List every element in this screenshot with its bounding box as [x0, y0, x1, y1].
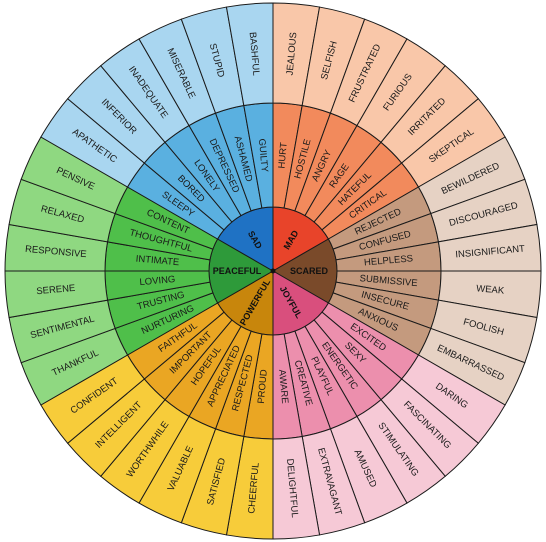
- outer-label-cheerful: CHEERFUL: [246, 462, 261, 514]
- middle-label-hurt: HURT: [276, 142, 289, 169]
- outer-label-delightful: DELIGHTFUL: [284, 458, 300, 518]
- middle-label-aware: AWARE: [276, 369, 290, 404]
- middle-label-helpless: HELPLESS: [364, 253, 414, 268]
- middle-label-intimate: INTIMATE: [135, 254, 179, 269]
- outer-label-bashful: BASHFUL: [247, 32, 262, 77]
- wedges-layer: [4, 2, 542, 540]
- core-label-scared: SCARED: [290, 266, 329, 276]
- middle-label-submissive: SUBMISSIVE: [359, 273, 418, 289]
- outer-label-serene: SERENE: [36, 283, 76, 297]
- middle-label-proud: PROUD: [256, 369, 270, 404]
- middle-label-guilty: GUILTY: [256, 138, 270, 173]
- outer-wedge-sad-6: [225, 2, 274, 107]
- outer-label-weak: WEAK: [476, 283, 505, 296]
- center-dot: [270, 268, 276, 274]
- middle-label-loving: LOVING: [139, 274, 176, 288]
- outer-label-jealous: JEALOUS: [285, 32, 300, 76]
- core-label-peaceful: PEACEFUL: [213, 266, 262, 276]
- outer-label-responsive: RESPONSIVE: [25, 244, 88, 260]
